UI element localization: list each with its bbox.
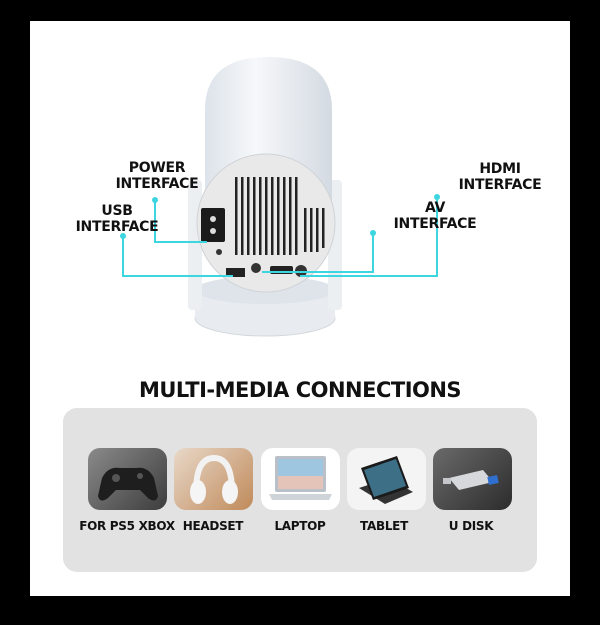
device-label: HEADSET [182, 519, 244, 533]
callout-hdmi-line2: INTERFACE [458, 177, 542, 193]
device-tile-gamepad [88, 448, 167, 510]
vent-grille [235, 177, 325, 255]
gamepad-icon [98, 467, 158, 501]
callout-dot-hdmi [434, 194, 440, 200]
callout-dot-av [370, 230, 376, 236]
callout-lines [122, 197, 438, 277]
device-tile-laptop [261, 448, 340, 510]
callout-dot-usb [120, 233, 126, 239]
callout-hdmi: HDMI INTERFACE [445, 161, 555, 193]
av-port [251, 263, 261, 273]
device-tile-tablet [347, 448, 426, 510]
usb-drive-icon [443, 470, 499, 490]
button [216, 249, 222, 255]
device-label: TABLET [360, 519, 408, 533]
headphones-icon [190, 454, 238, 504]
device-label: FOR PS5 XBOX [79, 519, 175, 533]
stand-arm-left [188, 180, 202, 310]
callout-usb: USB INTERFACE [62, 203, 172, 235]
tablet-icon [359, 456, 413, 504]
usb-port [226, 268, 245, 277]
callout-dot-power [152, 197, 158, 203]
callout-usb-line1: USB [101, 203, 133, 219]
device-tile-headset [174, 448, 253, 510]
callout-usb-line2: INTERFACE [75, 219, 159, 235]
device-label: LAPTOP [274, 519, 326, 533]
device-label: U DISK [448, 519, 494, 533]
callout-av-line1: AV [424, 200, 446, 216]
callout-power-line2: INTERFACE [115, 176, 199, 192]
section-title: MULTI-MEDIA CONNECTIONS [138, 378, 462, 402]
callout-power: POWER INTERFACE [97, 160, 217, 192]
callout-av: AV INTERFACE [380, 200, 490, 232]
laptop-icon [269, 456, 332, 500]
callout-power-line1: POWER [128, 160, 186, 176]
device-tile-udisk [433, 448, 512, 510]
callout-hdmi-line1: HDMI [479, 161, 521, 177]
power-socket [201, 208, 225, 242]
callout-av-line2: INTERFACE [393, 216, 477, 232]
